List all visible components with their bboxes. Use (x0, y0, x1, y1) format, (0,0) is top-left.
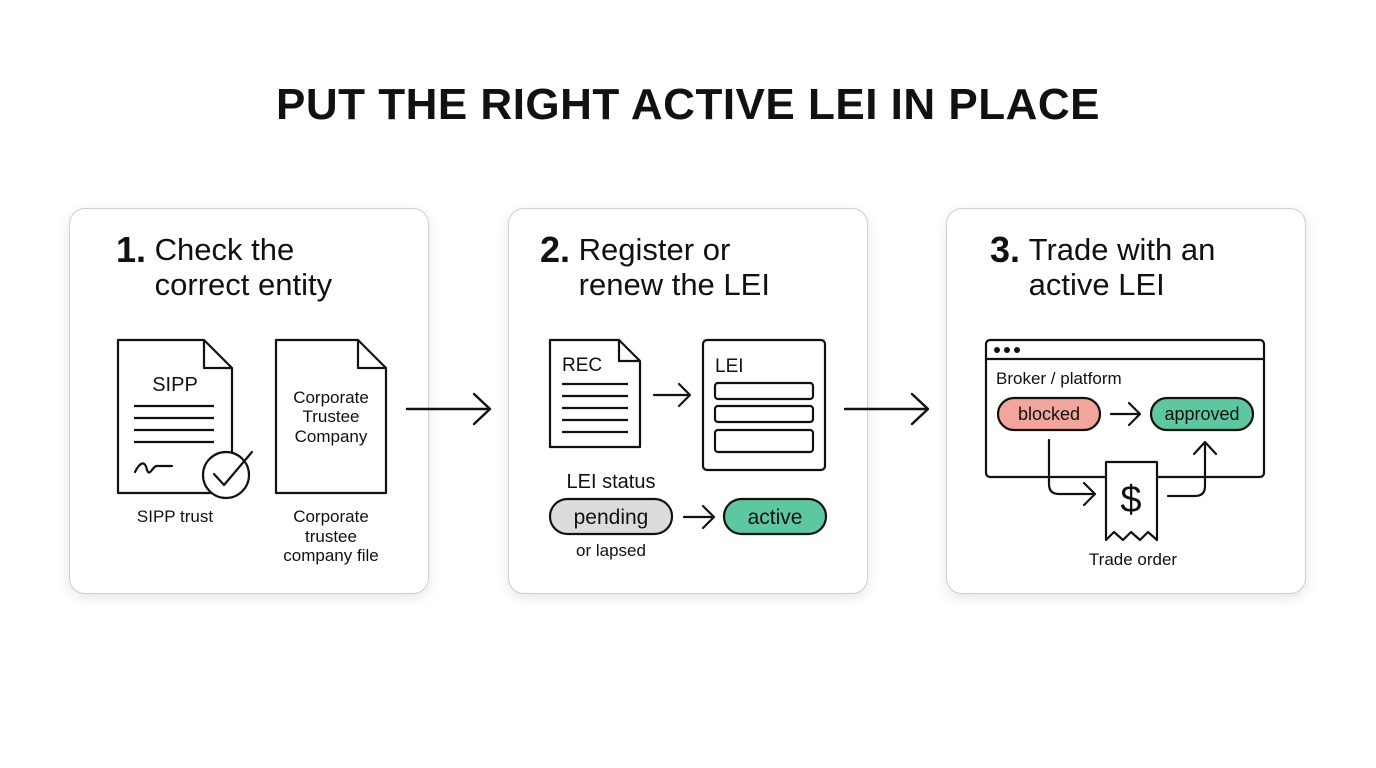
step-1-title-line2: correct entity (154, 267, 333, 302)
page-title: PUT THE RIGHT ACTIVE LEI IN PLACE (275, 80, 1100, 129)
step-1-heading: 1. Check the correct entity (116, 229, 333, 303)
step-3-number: 3. (990, 229, 1021, 270)
step-1-number: 1. (116, 229, 147, 270)
step-3-heading: 3. Trade with an active LEI (990, 229, 1216, 303)
step-3-title-line2: active LEI (1028, 267, 1165, 302)
step-2-number: 2. (540, 229, 571, 270)
step-3-title-line1: Trade with an (1028, 232, 1216, 267)
step-2-title-line1: Register or (578, 232, 731, 267)
step-1-title-line1: Check the (154, 232, 295, 267)
step-2-title-line2: renew the LEI (578, 267, 770, 302)
step-2-heading: 2. Register or renew the LEI (540, 229, 770, 303)
